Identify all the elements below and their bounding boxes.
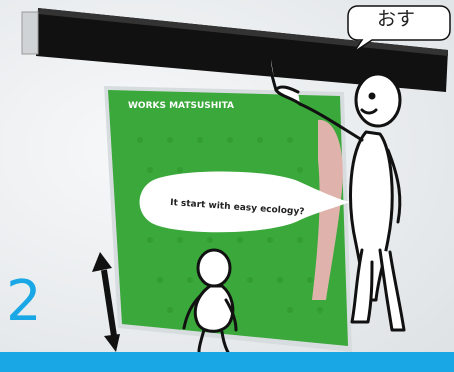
poster-speech-shape (139, 171, 350, 233)
poster-header: WORKS MATSUSHITA (128, 101, 234, 111)
speech-bubble-shape (347, 5, 451, 53)
speech-bubble: おす (344, 0, 448, 42)
accent-bar (0, 352, 454, 372)
small-figure (182, 248, 238, 364)
up-down-arrow-icon (92, 252, 120, 352)
step-number: 2 (6, 269, 42, 334)
display-rail (21, 8, 448, 92)
speech-bubble-text: おす (376, 8, 415, 30)
pointing-finger-icon (268, 52, 278, 92)
tall-figure (268, 52, 406, 332)
poster: WORKS MATSUSHITA It start with easy ecol… (104, 86, 352, 352)
